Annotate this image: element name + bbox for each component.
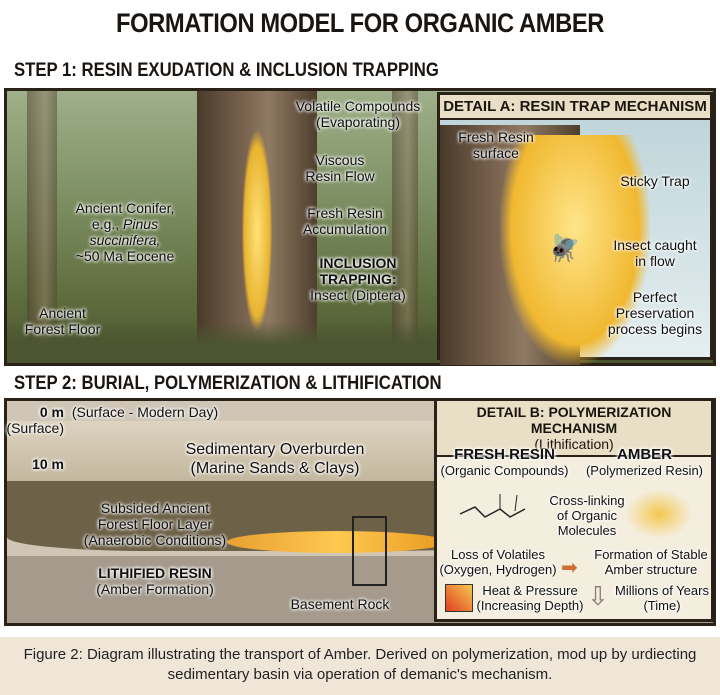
label-inclusion: INCLUSION xyxy=(319,255,397,271)
molecule-icon xyxy=(459,494,526,518)
detail-a-heading: DETAIL A: RESIN TRAP MECHANISM xyxy=(440,95,710,120)
detail-b-panel: DETAIL B: POLYMERIZATION MECHANISM(Lithi… xyxy=(434,398,714,622)
amber-layer xyxy=(227,531,447,553)
background-tree xyxy=(392,91,418,363)
label-volatile: Volatile Compounds(Evaporating) xyxy=(295,98,421,130)
figure-caption: Figure 2: Diagram illustrating the trans… xyxy=(0,637,720,695)
step2-cross-section xyxy=(4,398,716,626)
arrow-right-icon: ➡ xyxy=(561,557,578,579)
page-title: FORMATION MODEL FOR ORGANIC AMBER xyxy=(116,8,604,38)
resin-closeup xyxy=(500,135,650,365)
detail-b-callout-box xyxy=(352,516,387,586)
label-conifer: Ancient Conifer, xyxy=(75,200,175,216)
label-viscous: Viscous xyxy=(315,152,365,168)
heat-pressure-icon xyxy=(445,584,473,612)
step2-heading: STEP 2: BURIAL, POLYMERIZATION & LITHIFI… xyxy=(14,373,442,394)
detail-b-heading: DETAIL B: POLYMERIZATION MECHANISM xyxy=(476,404,672,436)
step1-heading: STEP 1: RESIN EXUDATION & INCLUSION TRAP… xyxy=(14,60,439,81)
label-fresh-resin: Fresh Resin xyxy=(307,205,383,221)
background-tree xyxy=(27,91,57,363)
resin-flow xyxy=(242,131,272,331)
polymer-lattice-icon xyxy=(625,489,693,539)
label-forest-floor: Ancient xyxy=(39,305,86,321)
arrow-down-icon: ⇩ xyxy=(587,581,609,611)
insect-icon: 🪰 xyxy=(548,233,581,263)
detail-a-panel: DETAIL A: RESIN TRAP MECHANISM 🪰 Fresh R… xyxy=(437,92,713,365)
